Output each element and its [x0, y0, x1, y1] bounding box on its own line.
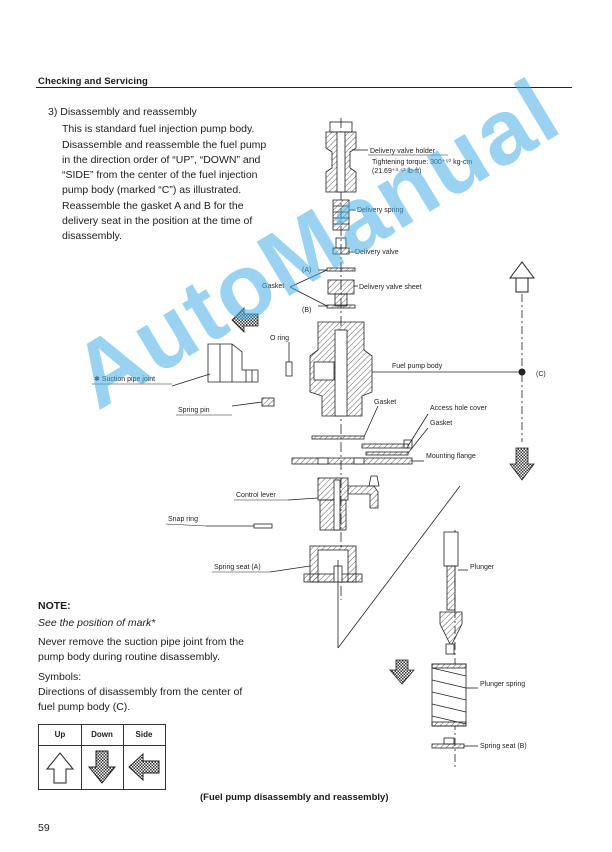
label-torque-1: Tightening torque: 300⁺⁵⁰ kg-cm	[372, 158, 472, 166]
symbols-line: fuel pump body (C).	[38, 701, 131, 713]
label-delivery-spring: Delivery spring	[357, 207, 403, 214]
intro-line: pump body (marked “C”) as illustrated.	[62, 184, 242, 196]
label-snap-ring: Snap ring	[168, 516, 198, 523]
delivery-valve	[332, 237, 350, 255]
spring-seat-b	[431, 737, 465, 749]
symbols-header-side: Side	[135, 730, 153, 739]
arrow-down-icon	[509, 447, 535, 481]
delivery-valve-sheet	[327, 279, 355, 307]
label-gasket-2: Gasket	[374, 399, 396, 406]
arrow-left-icon	[231, 307, 259, 333]
symbols-heading: Symbols:	[38, 671, 82, 683]
page-number: 59	[38, 822, 50, 834]
intro-line: in the direction order of “UP”, “DOWN” a…	[62, 154, 261, 166]
label-gasket-3: Gasket	[430, 420, 452, 427]
note-heading: NOTE:	[38, 600, 71, 612]
intro-line: Reassemble the gasket A and B for the	[62, 200, 244, 212]
label-gasket-a: (A)	[302, 267, 311, 274]
label-spring-pin: Spring pin	[178, 407, 210, 414]
label-plunger-spring: Plunger spring	[480, 681, 525, 688]
symbols-table: Up Down Side	[38, 724, 166, 790]
note-warning-line: Never remove the suction pipe joint from…	[38, 636, 245, 648]
intro-line: This is standard fuel injection pump bod…	[62, 123, 255, 135]
symbols-line: Directions of disassembly from the cente…	[38, 686, 243, 698]
suction-pipe-joint	[207, 343, 259, 383]
label-plunger: Plunger	[470, 564, 495, 571]
label-gasket-b: (B)	[302, 307, 311, 314]
arrow-down-icon	[87, 750, 117, 784]
arrow-up-icon	[45, 752, 75, 784]
figure-caption: (Fuel pump disassembly and reassembly)	[200, 792, 389, 803]
label-access-hole-cover: Access hole cover	[430, 405, 487, 412]
access-hole-cover	[361, 413, 429, 449]
delivery-valve-holder	[325, 121, 357, 193]
mounting-flange	[291, 457, 413, 465]
label-center-c: (C)	[536, 371, 546, 378]
label-o-ring: O ring	[270, 335, 289, 342]
intro-line: “SIDE” from the center of the fuel injec…	[62, 169, 258, 181]
label-delivery-valve-holder: Delivery valve holder	[370, 148, 436, 155]
header-rule	[36, 87, 572, 88]
label-delivery-valve-sheet: Delivery valve sheet	[359, 284, 422, 291]
label-mounting-flange: Mounting flange	[426, 453, 476, 460]
label-suction-pipe-joint: ✱ Suction pipe joint	[94, 375, 155, 383]
label-spring-seat-b: Spring seat (B)	[480, 743, 527, 750]
arrow-down-icon	[389, 659, 415, 685]
intro-line: disassembly.	[62, 230, 122, 242]
header-title: Checking and Servicing	[38, 76, 148, 87]
symbols-header-up: Up	[54, 730, 66, 739]
plunger	[439, 530, 463, 770]
label-torque-2: (21.69⁺³·⁶² lb-ft)	[372, 168, 421, 175]
label-fuel-pump-body: Fuel pump body	[392, 363, 443, 370]
label-delivery-valve: Delivery valve	[355, 249, 399, 256]
label-gasket: Gasket	[262, 283, 284, 290]
center-point-c	[518, 368, 526, 376]
section-heading: 3) Disassembly and reassembly	[48, 106, 197, 118]
intro-line: delivery seat in the position at the tim…	[62, 215, 253, 227]
fuel-pump-body	[309, 321, 373, 417]
arrow-left-icon	[128, 752, 160, 782]
plunger-spring	[431, 663, 467, 727]
label-control-lever: Control lever	[236, 492, 276, 499]
delivery-spring	[332, 199, 350, 231]
label-spring-seat-a: Spring seat (A)	[214, 564, 261, 571]
symbols-header-down: Down	[91, 730, 113, 739]
intro-line: Disassemble and reassemble the fuel pump	[62, 139, 267, 151]
note-warning-line: pump body during routine disassembly.	[38, 651, 220, 663]
arrow-up-icon	[509, 261, 535, 293]
spring-seat-a	[303, 545, 363, 583]
note-see-mark: See the position of mark*	[38, 617, 156, 629]
control-lever	[317, 475, 380, 531]
